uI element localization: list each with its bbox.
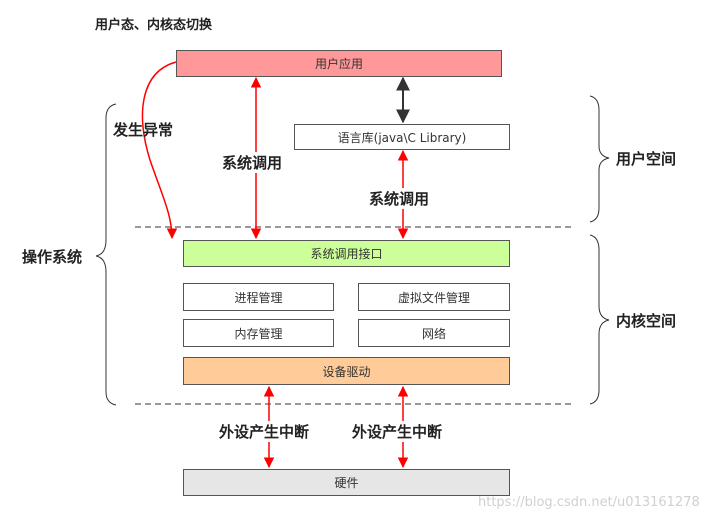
syscall-label-right: 系统调用	[369, 188, 430, 209]
os-brace	[95, 103, 117, 406]
memory-management-box: 内存管理	[183, 319, 334, 347]
user-space-label: 用户空间	[616, 150, 677, 168]
network-box: 网络	[358, 319, 510, 347]
kernel-space-label: 内核空间	[616, 312, 677, 330]
kernel-space-brace	[589, 234, 610, 405]
device-driver-box: 设备驱动	[183, 357, 510, 385]
exception-label: 发生异常	[113, 121, 174, 139]
syscall-interface-box: 系统调用接口	[183, 240, 510, 267]
user-space-brace	[589, 95, 610, 223]
virtual-file-management-box: 虚拟文件管理	[358, 283, 510, 311]
exception-arrow	[141, 61, 178, 240]
user-app-box: 用户应用	[176, 50, 502, 77]
syscall-label-left: 系统调用	[222, 152, 283, 173]
interrupt-label-left: 外设产生中断	[219, 421, 310, 442]
watermark: https://blog.csdn.net/u013161278	[478, 495, 700, 510]
os-label: 操作系统	[22, 248, 83, 266]
hardware-box: 硬件	[183, 469, 510, 496]
diagram-title: 用户态、内核态切换	[95, 18, 213, 33]
language-library-box: 语言库(java\C Library)	[294, 124, 510, 150]
process-management-box: 进程管理	[183, 283, 334, 311]
interrupt-label-right: 外设产生中断	[352, 421, 443, 442]
